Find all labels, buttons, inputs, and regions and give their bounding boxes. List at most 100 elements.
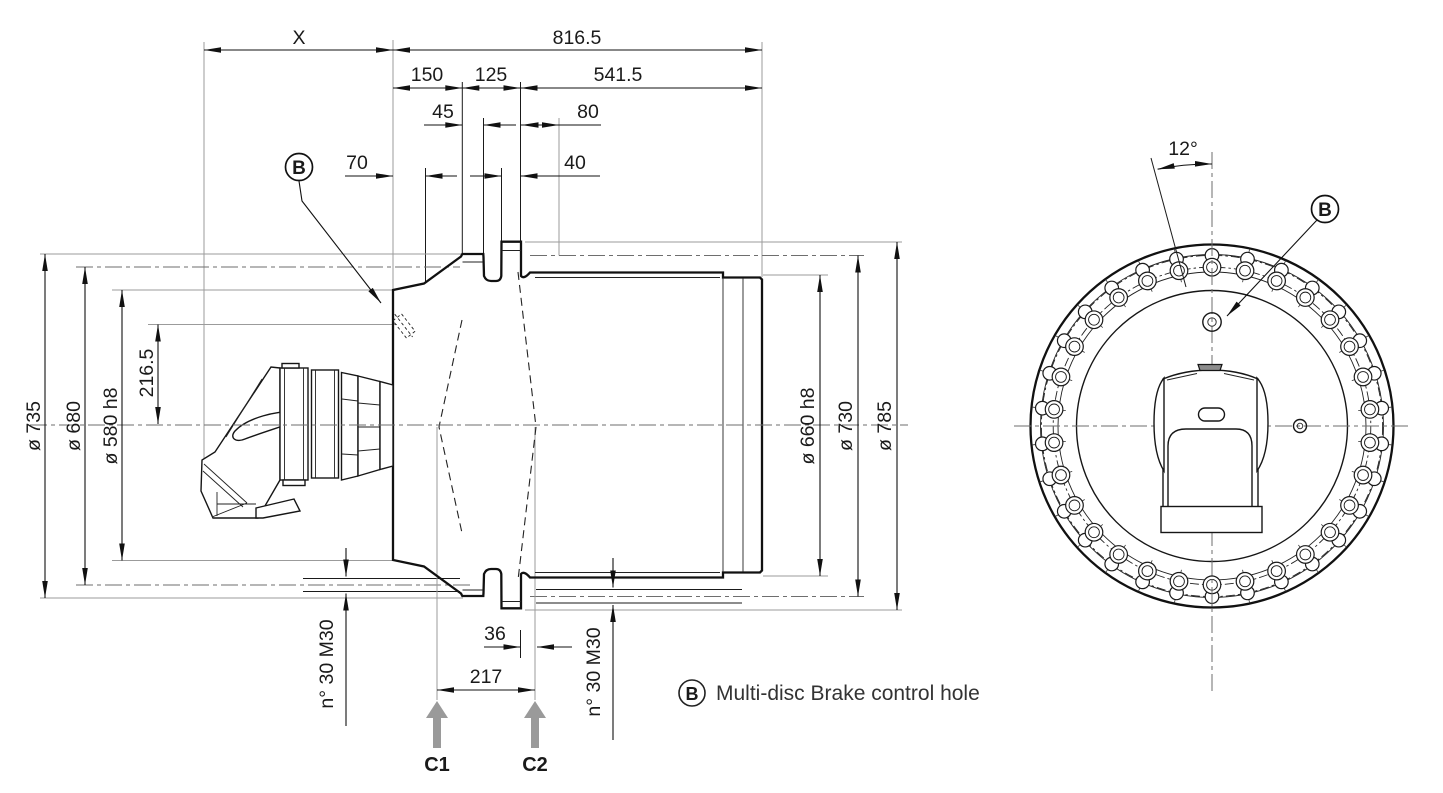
bolt-hole-inner-row (1109, 288, 1129, 307)
motor-foot-tab (255, 498, 302, 519)
callout-b-end: B (1226, 194, 1340, 317)
dim-label-m30-left: n° 30 M30 (316, 619, 338, 708)
dimensions-top: X 816.5 150 125 541.5 45 80 70 40 (204, 27, 762, 179)
motor-rear-flap-left (1153, 376, 1165, 474)
bolt-hole-inner-row (1235, 261, 1255, 281)
bolt-hole-thread (1112, 548, 1125, 561)
dim-arc-12deg (1157, 161, 1213, 170)
dim-label-dia730: ø 730 (835, 401, 857, 451)
bolt-hole-thread (1088, 313, 1100, 326)
dim-label-125: 125 (475, 64, 508, 86)
bolt-hole-thread (1173, 575, 1185, 588)
dim-label-m30-right: n° 30 M30 (583, 627, 605, 716)
motor-rear-pedestal (1160, 505, 1263, 534)
section-label-c1: C1 (424, 754, 450, 776)
bolt-hole-thread (1299, 291, 1312, 304)
bolt-hole-inner-row (1295, 288, 1315, 307)
dim-label-541: 541.5 (594, 64, 643, 86)
dim-label-dia660: ø 660 h8 (797, 388, 819, 465)
bolt-hole-inner-row (1065, 496, 1084, 515)
dimensions-bottom: n° 30 M30 n° 30 M30 36 217 (316, 548, 616, 740)
dim-label-45: 45 (432, 101, 454, 123)
bolt-hole-inner-row (1320, 310, 1340, 330)
bolt-hole-inner-row (1044, 433, 1064, 452)
side-plug-hole (1292, 418, 1308, 434)
bolt-hole-inner-row (1065, 337, 1084, 357)
motor-housing (200, 366, 281, 519)
bolt-hole-thread (1141, 275, 1154, 287)
motor-rear-top-tab (1197, 363, 1223, 372)
bolt-hole-thread (1343, 340, 1356, 353)
bolt-hole-thread (1055, 371, 1067, 383)
motor-rear-silhouette (1153, 363, 1269, 534)
bolt-hole-thread (1343, 499, 1356, 512)
bolt-hole-thread (1324, 313, 1336, 326)
bolt-hole-thread (1112, 291, 1125, 304)
motor-rear-lower-housing (1167, 428, 1253, 508)
gearbox-drum-body (391, 240, 764, 610)
motor-coupling-2 (357, 375, 381, 477)
bolt-hole-thread (1239, 575, 1251, 588)
bolt-hole-thread (1324, 526, 1336, 539)
dim-label-dia735: ø 735 (23, 401, 45, 451)
dim-label-dia680: ø 680 (63, 401, 85, 451)
brake-control-hole-plug (392, 313, 416, 339)
callout-b-circle (1310, 194, 1340, 224)
bolt-hole-inner-row (1169, 571, 1189, 591)
bolt-hole-inner-row (1109, 545, 1129, 564)
dim-label-217: 217 (470, 666, 503, 688)
bolt-hole-thread (1357, 371, 1369, 383)
witness-12deg (1150, 157, 1187, 288)
dim-label-x: X (292, 27, 305, 49)
motor-rear-slot (1197, 407, 1226, 422)
bolt-hole-thread (1088, 526, 1100, 539)
motor-block-a (310, 369, 340, 479)
end-view: 12° B (1014, 138, 1409, 695)
bolt-hole-thread (1364, 436, 1376, 449)
bolt-hole-thread (1048, 436, 1060, 449)
legend-b-circle (678, 679, 706, 707)
bolt-hole-inner-row (1138, 561, 1157, 581)
bolt-hole-inner-row (1138, 271, 1157, 291)
bolt-hole-inner-row (1169, 261, 1189, 281)
dim-label-80: 80 (577, 101, 599, 123)
drum-outline (391, 240, 764, 610)
section-arrow-c1: C1 (424, 701, 450, 776)
motor-coupling-1 (340, 371, 359, 481)
section-arrows: C1 C2 (424, 701, 548, 776)
dim-label-70: 70 (346, 152, 368, 174)
callout-b-side: B (284, 152, 382, 304)
bolt-hole-inner-row (1084, 310, 1104, 330)
callout-b-circle (284, 152, 314, 182)
bolt-hole-inner-row (1051, 367, 1071, 387)
bolt-hole-thread (1173, 264, 1185, 277)
legend-b-symbol: B (686, 684, 699, 704)
bolt-hole-inner-row (1295, 545, 1315, 564)
bolt-hole-pattern (1031, 245, 1393, 607)
motor-rear-flap-right (1256, 376, 1269, 474)
bolt-hole-thread (1364, 403, 1376, 416)
dimensions-left: ø 735 ø 680 ø 580 h8 216.5 (23, 254, 161, 598)
bolt-hole-thread (1141, 565, 1154, 577)
bolt-hole-inner-row (1340, 337, 1359, 357)
bolt-hole-inner-row (1044, 400, 1064, 419)
dim-label-dia785: ø 785 (874, 401, 896, 451)
bolt-hole-inner-row (1267, 561, 1286, 581)
callout-b-leader (298, 180, 382, 304)
bolt-hole-inner-row (1340, 496, 1359, 515)
section-label-c2: C2 (522, 754, 548, 776)
callout-b-label: B (292, 158, 306, 179)
witness-lines (40, 40, 902, 700)
bolt-hole-inner-row (1360, 433, 1380, 452)
bolt-hole-inner-row (1353, 465, 1373, 485)
legend: B Multi-disc Brake control hole (678, 679, 980, 707)
bolt-hole-inner-row (1353, 367, 1373, 387)
bolt-hole-thread (1068, 499, 1081, 512)
dimension-12deg: 12° (1150, 138, 1213, 288)
bolt-hole-thread (1357, 469, 1369, 481)
bolt-hole-thread (1270, 565, 1283, 577)
dim-label-dia580: ø 580 h8 (100, 388, 122, 465)
callout-b-leader (1226, 219, 1318, 317)
